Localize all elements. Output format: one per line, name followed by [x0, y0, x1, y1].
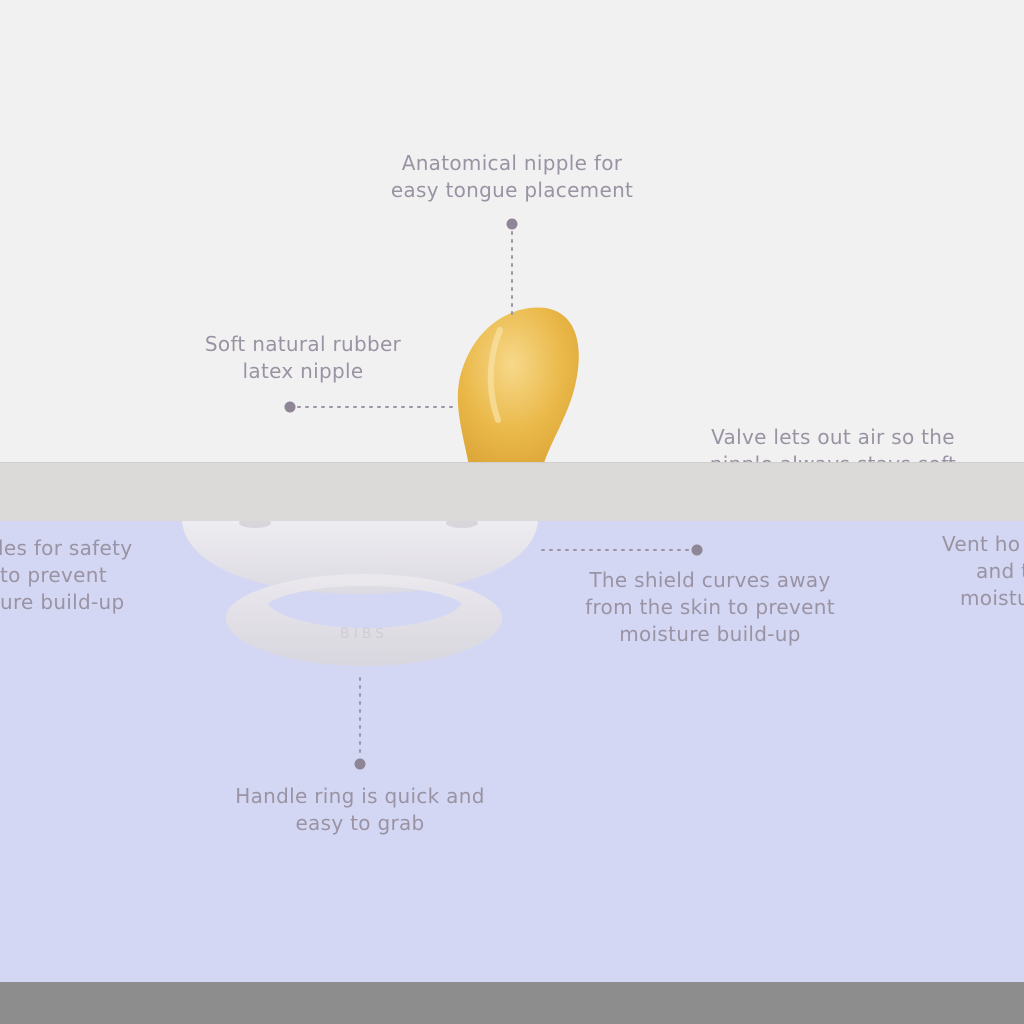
callout-anatomical-nipple: Anatomical nipple for easy tongue placem…	[390, 151, 634, 202]
lavender-background	[0, 520, 1024, 982]
callout-vent-holes-left: les for safety to prevent ure build-up	[0, 536, 133, 614]
callout-shield: The shield curves away from the skin to …	[585, 568, 835, 646]
callout-handle-ring: Handle ring is quick and easy to grab	[235, 784, 485, 835]
callout-soft-rubber: Soft natural rubber latex nipple	[204, 332, 402, 383]
bottom-gray-strip	[0, 982, 1024, 1024]
handle-ring-shape	[226, 574, 502, 666]
ring-embossing: BIBS	[340, 626, 388, 642]
callout-vent-holes-right: Vent ho and t moistu	[942, 532, 1024, 610]
leader-lines	[297, 231, 691, 757]
nipple-shape	[457, 307, 579, 470]
overlay-band	[0, 462, 1024, 521]
leader-dots	[284, 218, 703, 770]
